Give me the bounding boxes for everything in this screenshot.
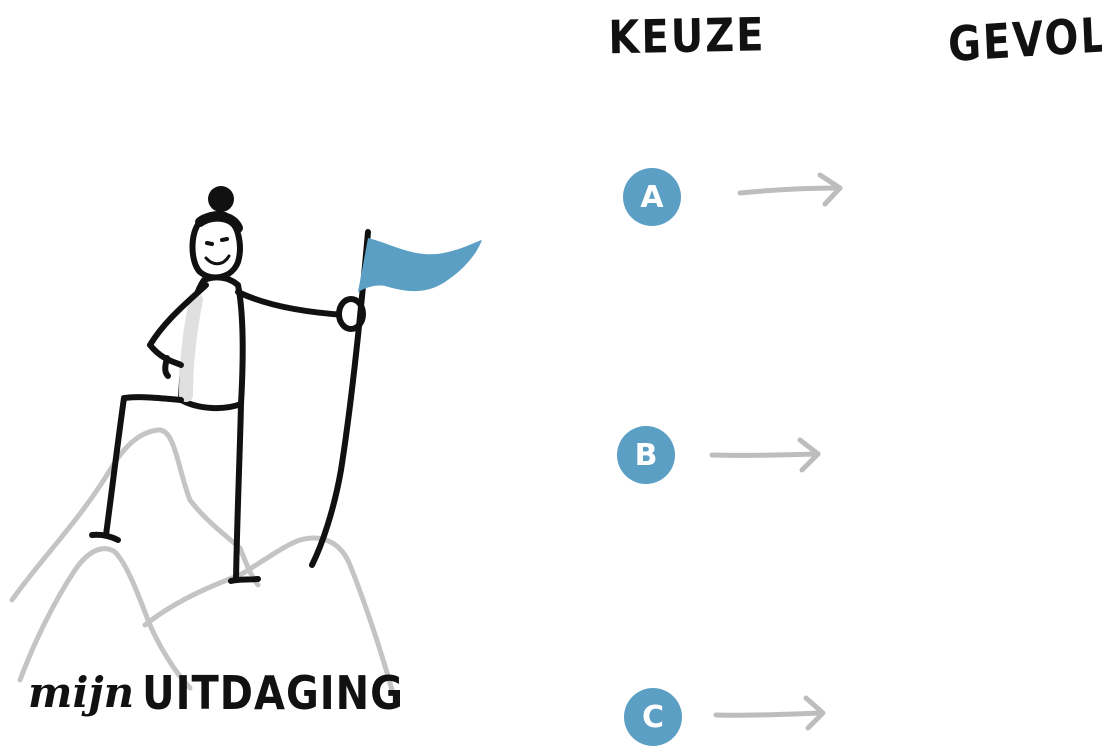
mountain-drawing (9, 427, 395, 693)
choice-heading: KEUZE (608, 8, 766, 65)
arrow-a (737, 172, 843, 207)
choice-c-badge: C (624, 688, 682, 746)
arrow-c (713, 695, 826, 731)
choice-b-letter: B (634, 437, 658, 473)
choice-a-letter: A (640, 179, 664, 215)
person-drawing (89, 186, 371, 584)
consequence-heading: GEVOLG (947, 5, 1102, 74)
choice-c-letter: C (641, 699, 665, 735)
challenge-label-prefix: mijn (28, 668, 135, 717)
arrow-b (709, 437, 821, 473)
choice-b-badge: B (617, 426, 675, 484)
choice-a-badge: A (623, 168, 681, 226)
flag-shape (358, 238, 482, 292)
challenge-label-main: UITDAGING (142, 667, 404, 721)
